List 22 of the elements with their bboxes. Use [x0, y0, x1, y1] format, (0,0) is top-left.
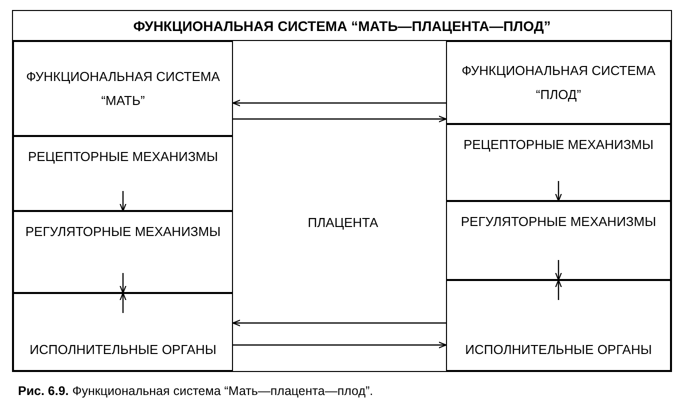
- arrow: [120, 292, 126, 313]
- table-cell: РЕЦЕПТОРНЫЕ МЕХАНИЗМЫ: [446, 124, 671, 201]
- arrow: [232, 320, 446, 326]
- table-frame: [12, 10, 672, 372]
- table-cell: РЕЦЕПТОРНЫЕ МЕХАНИЗМЫ: [13, 136, 233, 211]
- table-cell: ИСПОЛНИТЕЛЬНЫЕ ОРГАНЫ: [446, 280, 671, 371]
- table-cell: ФУНКЦИОНАЛЬНАЯ СИСТЕМА “ПЛОД”: [446, 41, 671, 124]
- table-cell: ФУНКЦИОНАЛЬНАЯ СИСТЕМА “МАТЬ”: [13, 41, 233, 136]
- arrow: [233, 342, 447, 348]
- figure-caption: Рис. 6.9. Функциональная система “Мать—плацента—плод”.: [18, 384, 374, 398]
- table-cell: РЕГУЛЯТОРНЫЕ МЕХАНИЗМЫ: [446, 201, 671, 280]
- arrow: [120, 191, 126, 212]
- column-label: ПЛАЦЕНТА: [293, 211, 393, 235]
- arrow: [233, 116, 447, 122]
- arrow: [120, 273, 126, 294]
- arrow: [555, 260, 562, 281]
- arrow: [555, 279, 562, 300]
- table-cell: РЕГУЛЯТОРНЫЕ МЕХАНИЗМЫ: [13, 211, 233, 293]
- table-cell: ИСПОЛНИТЕЛЬНЫЕ ОРГАНЫ: [13, 293, 233, 371]
- table-title: ФУНКЦИОНАЛЬНАЯ СИСТЕМА “МАТЬ—ПЛАЦЕНТА—ПЛОД”: [13, 11, 671, 41]
- arrow: [232, 100, 446, 106]
- arrow: [555, 181, 562, 202]
